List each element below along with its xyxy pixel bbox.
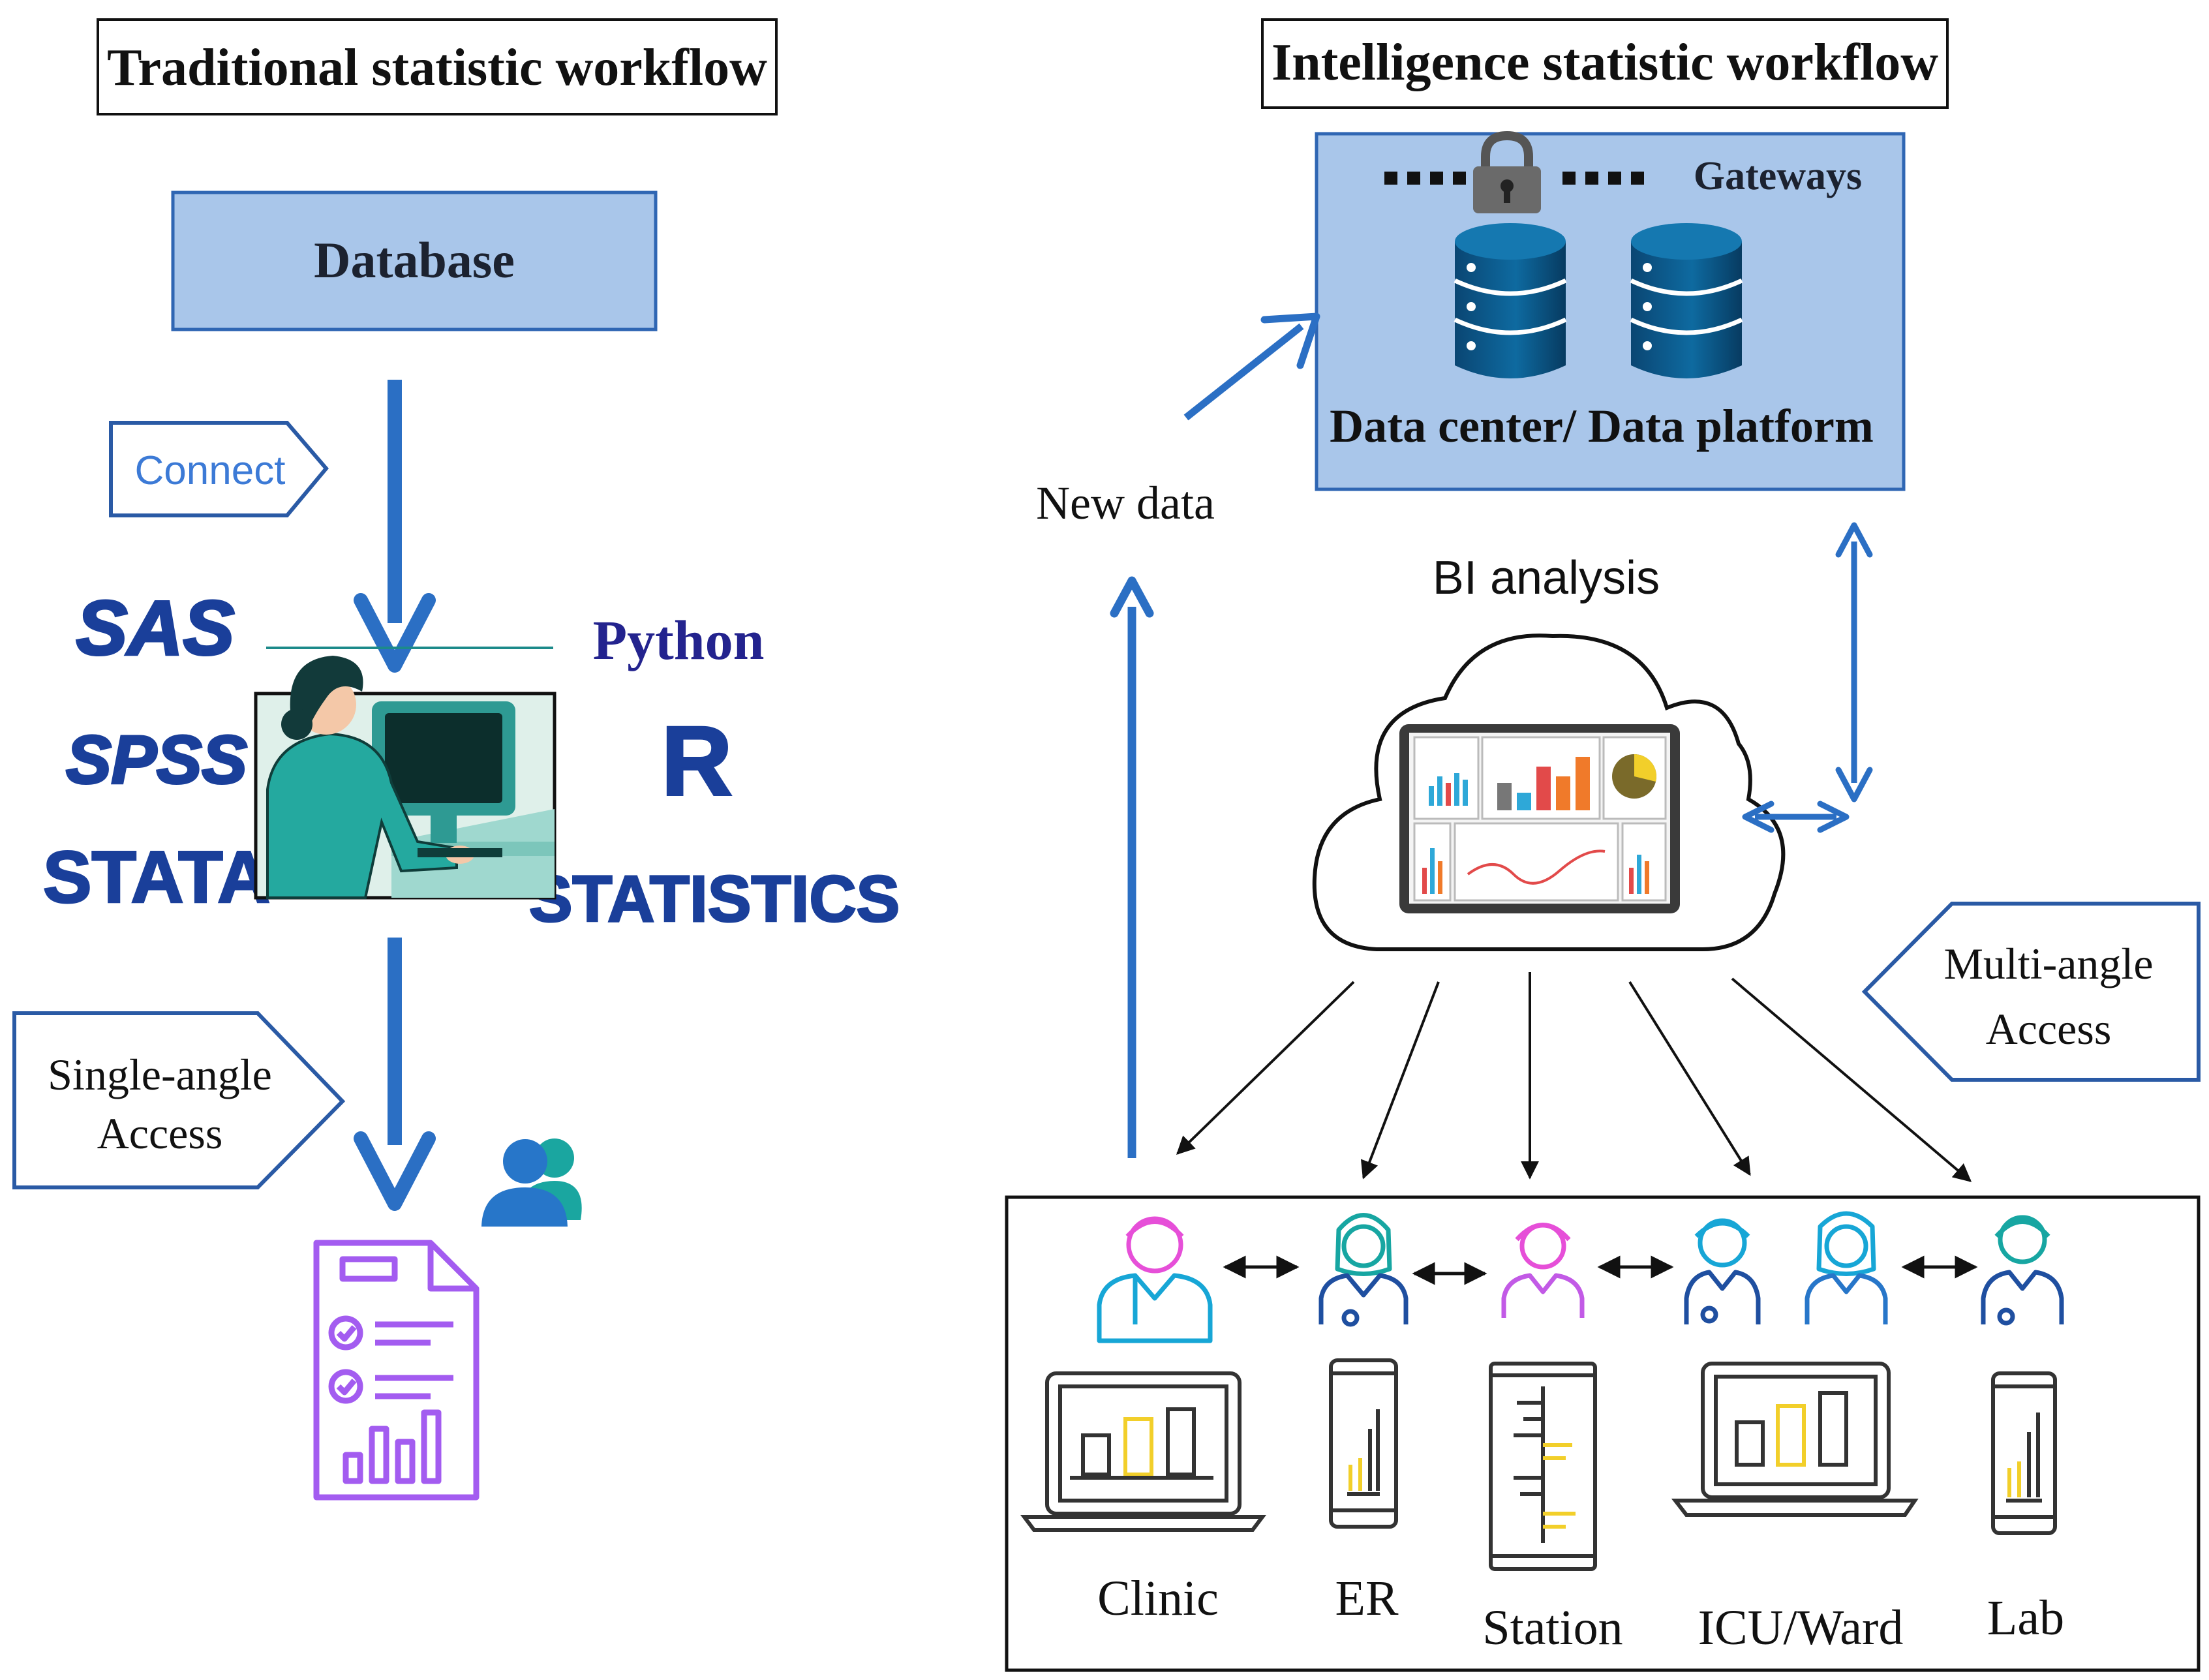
report-icon bbox=[313, 1240, 480, 1501]
arrow-cloud-to-icu bbox=[1628, 981, 1751, 1176]
single-angle-access-tag bbox=[12, 1011, 346, 1189]
connect-tag bbox=[109, 421, 329, 517]
arrow-cloud-to-clinic bbox=[1176, 981, 1355, 1155]
phone-icon bbox=[1329, 1358, 1398, 1529]
arrow-cloud-to-er bbox=[1360, 981, 1440, 1180]
database-box bbox=[171, 191, 658, 331]
analyst-at-computer-icon bbox=[254, 656, 556, 900]
arrow-cloud-horizontal-head-left bbox=[1742, 801, 1775, 833]
sas-logo: SAS bbox=[76, 585, 235, 671]
traditional-workflow: Traditional statistic workflow Database … bbox=[12, 18, 901, 1501]
multi-angle-access-tag bbox=[1861, 902, 2201, 1082]
endpoint-label-icu-ward: ICU/Ward bbox=[1698, 1600, 1904, 1655]
statistics-logo: STATISTICS bbox=[529, 863, 900, 936]
gateway-line bbox=[1384, 172, 1644, 185]
left-title: Traditional statistic workflow bbox=[107, 39, 767, 97]
right-title-box bbox=[1261, 18, 1949, 109]
connect-label: Connect bbox=[135, 448, 286, 493]
left-title-box bbox=[97, 18, 778, 115]
laptop-icon bbox=[1671, 1362, 1919, 1517]
database-icon bbox=[1454, 223, 1567, 378]
doctor-icon bbox=[1805, 1211, 1888, 1324]
laptop-icon bbox=[1020, 1371, 1266, 1532]
database-icon bbox=[1630, 223, 1743, 378]
lock-icon bbox=[1473, 130, 1541, 213]
endpoint-label-er: ER bbox=[1335, 1571, 1398, 1626]
doctor-icon bbox=[1318, 1213, 1409, 1327]
single-angle-label: Single-angle bbox=[48, 1050, 272, 1099]
stata-logo: STATA bbox=[43, 836, 270, 918]
new-data-label: New data bbox=[1036, 477, 1215, 529]
doctor-icon bbox=[1684, 1218, 1761, 1324]
multi-angle-access-label: Access bbox=[1986, 1004, 2112, 1054]
endpoint-label-clinic: Clinic bbox=[1097, 1571, 1219, 1626]
dashboard-icon bbox=[1399, 724, 1680, 913]
doctor-icon bbox=[1981, 1215, 2064, 1326]
gateways-label: Gateways bbox=[1694, 154, 1862, 198]
arrow-cloud-to-lab bbox=[1731, 977, 1972, 1182]
database-label: Database bbox=[314, 232, 515, 288]
arrow-analyst-to-report-head bbox=[354, 1131, 436, 1211]
spss-logo: SPSS bbox=[66, 722, 247, 798]
doctor-icon bbox=[1501, 1223, 1585, 1318]
arrow-db-to-analyst-head bbox=[354, 593, 436, 673]
arrow-center-cloud-vertical-head-top bbox=[1835, 522, 1873, 558]
arrow-endpoints-up-head bbox=[1110, 576, 1154, 618]
intelligence-workflow: Intelligence statistic workflow Gateways bbox=[1005, 18, 2201, 1672]
arrow-new-data-to-center bbox=[1183, 323, 1304, 421]
phone-icon bbox=[1991, 1371, 2057, 1535]
multi-angle-label: Multi-angle bbox=[1943, 939, 2153, 988]
python-logo: Python bbox=[593, 609, 765, 671]
data-center-label: Data center/ Data platform bbox=[1330, 400, 1874, 452]
r-logo: R bbox=[662, 706, 732, 816]
endpoint-label-lab: Lab bbox=[1987, 1591, 2064, 1645]
data-center-box bbox=[1315, 132, 1906, 491]
endpoint-label-station: Station bbox=[1482, 1600, 1622, 1655]
single-angle-access-label: Access bbox=[97, 1108, 223, 1158]
arrow-center-cloud-vertical-head-bottom bbox=[1835, 767, 1873, 802]
arrow-new-data-to-center-head bbox=[1260, 313, 1320, 369]
right-title: Intelligence statistic workflow bbox=[1272, 34, 1938, 91]
tablet-icon bbox=[1489, 1362, 1597, 1571]
doctor-icon bbox=[1097, 1216, 1213, 1343]
bi-analysis-label: BI analysis bbox=[1433, 552, 1660, 604]
arrow-cloud-horizontal-head-right bbox=[1817, 801, 1850, 833]
user-group-icon bbox=[481, 1138, 582, 1227]
